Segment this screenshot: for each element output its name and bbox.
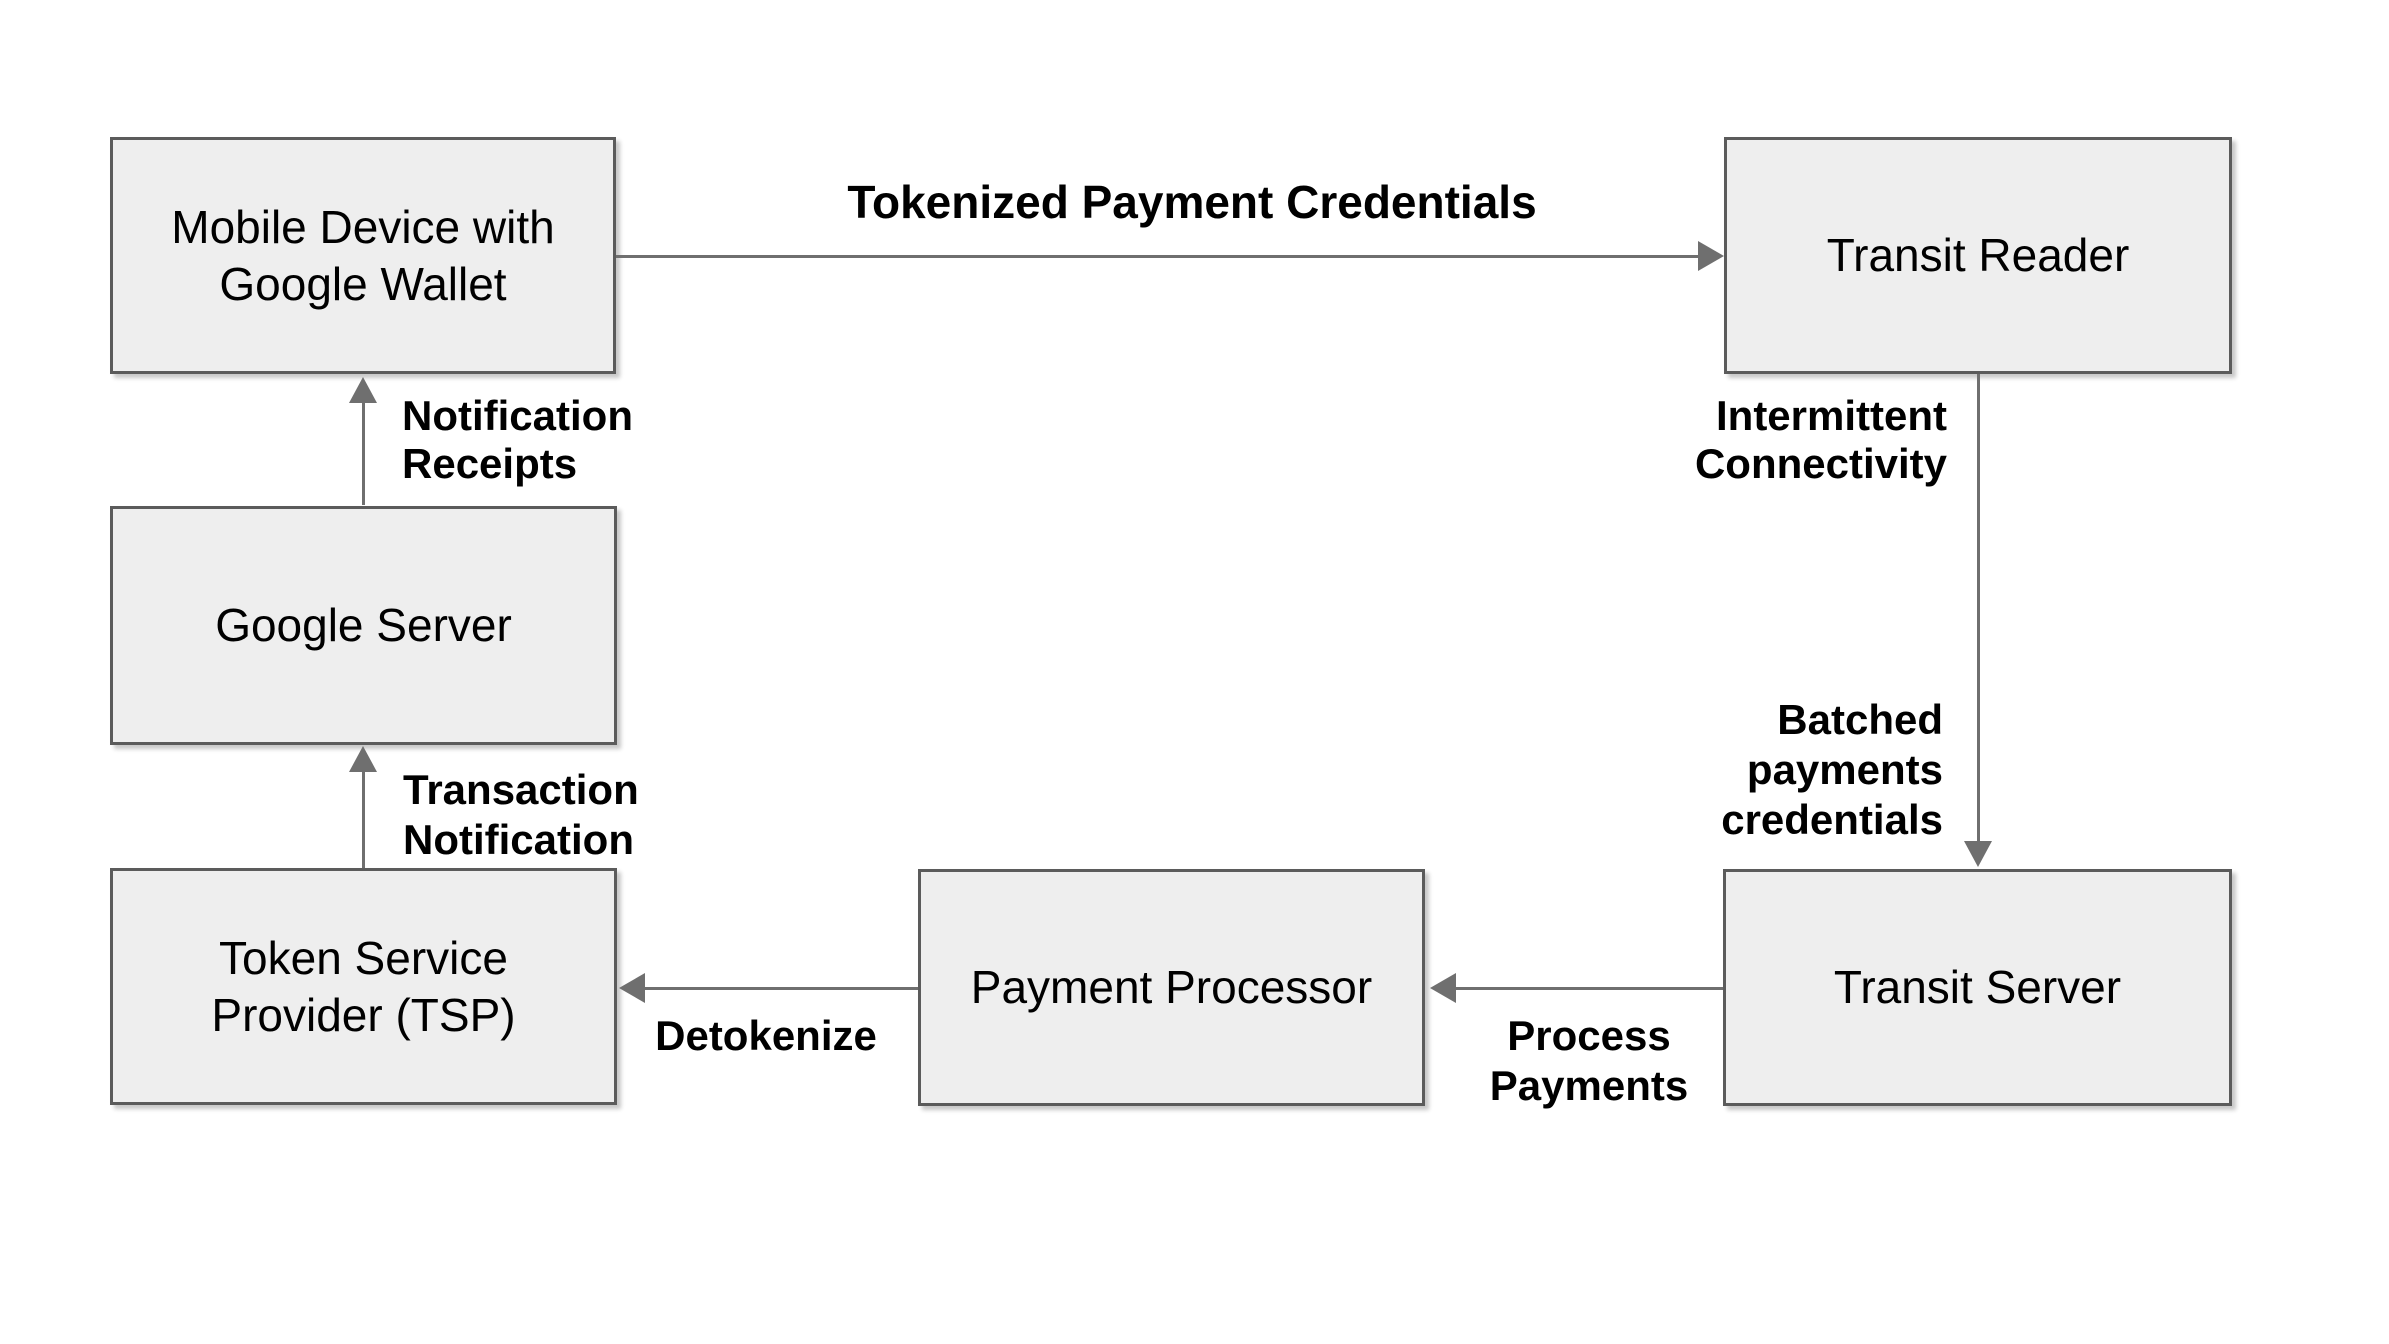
node-google-server: Google Server [110, 506, 617, 745]
edge-label-tokenized-payment-credentials: Tokenized Payment Credentials [847, 176, 1537, 228]
edge-tokenized-line [616, 255, 1700, 258]
edge-process-payments-line [1456, 987, 1723, 990]
node-token-service-provider-label: Token Service Provider (TSP) [211, 931, 516, 1041]
node-transit-reader: Transit Reader [1724, 137, 2232, 374]
arrowhead-left-icon [1430, 973, 1456, 1003]
node-transit-server: Transit Server [1723, 869, 2232, 1106]
arrowhead-down-icon [1964, 841, 1992, 867]
edge-batched-line [1977, 374, 1980, 841]
node-mobile-device-label: Mobile Device with Google Wallet [171, 200, 555, 310]
node-transit-reader-label: Transit Reader [1826, 229, 2130, 281]
edge-detokenize-line [645, 987, 918, 990]
node-mobile-device: Mobile Device with Google Wallet [110, 137, 616, 374]
edge-label-process-payments: Process Payments [1489, 1012, 1689, 1109]
node-token-service-provider: Token Service Provider (TSP) [110, 868, 617, 1105]
edge-label-notification-receipts: Notification Receipts [402, 392, 633, 487]
arrowhead-up-icon [349, 746, 377, 772]
node-transit-server-label: Transit Server [1833, 961, 2122, 1013]
arrowhead-left-icon [619, 973, 645, 1003]
edge-transaction-notification-line [362, 770, 365, 868]
edge-label-batched-payments-credentials: Batched payments credentials [1721, 696, 1943, 843]
arrowhead-right-icon [1698, 241, 1724, 271]
edge-label-detokenize: Detokenize [655, 1012, 877, 1059]
arrowhead-up-icon [349, 377, 377, 403]
node-payment-processor: Payment Processor [918, 869, 1425, 1106]
edge-notification-receipts-line [362, 401, 365, 505]
edge-label-transaction-notification: Transaction Notification [403, 766, 639, 863]
node-google-server-label: Google Server [215, 599, 512, 651]
edge-label-intermittent-connectivity: Intermittent Connectivity [1694, 392, 1947, 487]
node-payment-processor-label: Payment Processor [970, 961, 1373, 1013]
